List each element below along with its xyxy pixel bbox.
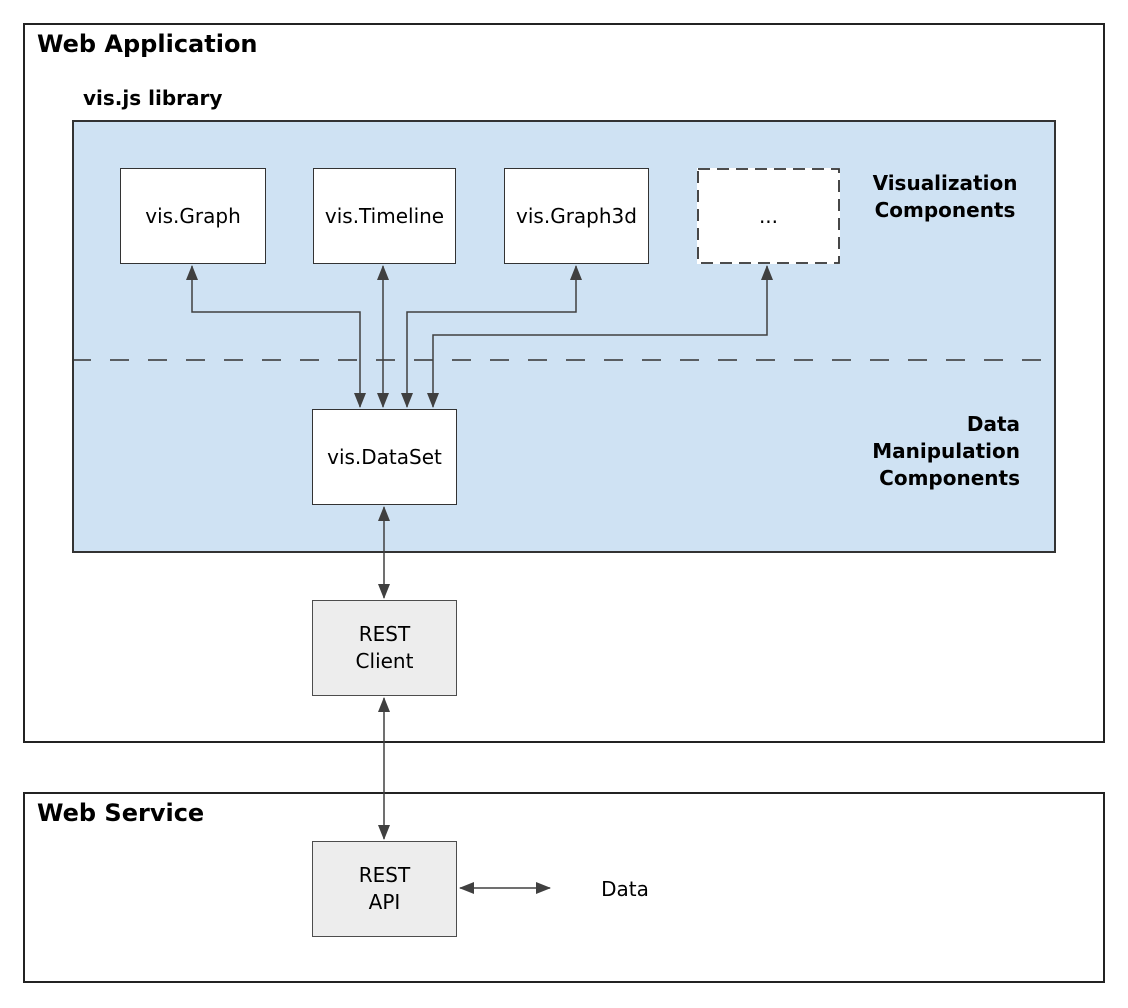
node-rest-client: REST Client bbox=[312, 600, 457, 696]
web-application-title: Web Application bbox=[37, 30, 258, 58]
node-placeholder-component: ... bbox=[697, 168, 840, 264]
web-service-title: Web Service bbox=[37, 799, 205, 827]
node-vis-graph3d-label: vis.Graph3d bbox=[516, 203, 637, 228]
node-vis-graph: vis.Graph bbox=[120, 168, 266, 264]
web-service-frame bbox=[23, 792, 1105, 983]
node-vis-timeline: vis.Timeline bbox=[313, 168, 456, 264]
data-manipulation-components-label: Data Manipulation Components bbox=[872, 412, 1020, 490]
node-vis-graph3d: vis.Graph3d bbox=[504, 168, 649, 264]
visualization-components-label: Visualization Components bbox=[872, 171, 1018, 222]
data-store-label: Data bbox=[601, 876, 649, 901]
node-placeholder-label: ... bbox=[758, 203, 779, 228]
node-vis-dataset: vis.DataSet bbox=[312, 409, 457, 505]
node-vis-graph-label: vis.Graph bbox=[145, 203, 241, 228]
visjs-library-title: vis.js library bbox=[83, 86, 223, 110]
node-vis-dataset-label: vis.DataSet bbox=[327, 444, 442, 469]
node-rest-api: REST API bbox=[312, 841, 457, 937]
node-vis-timeline-label: vis.Timeline bbox=[324, 203, 445, 228]
